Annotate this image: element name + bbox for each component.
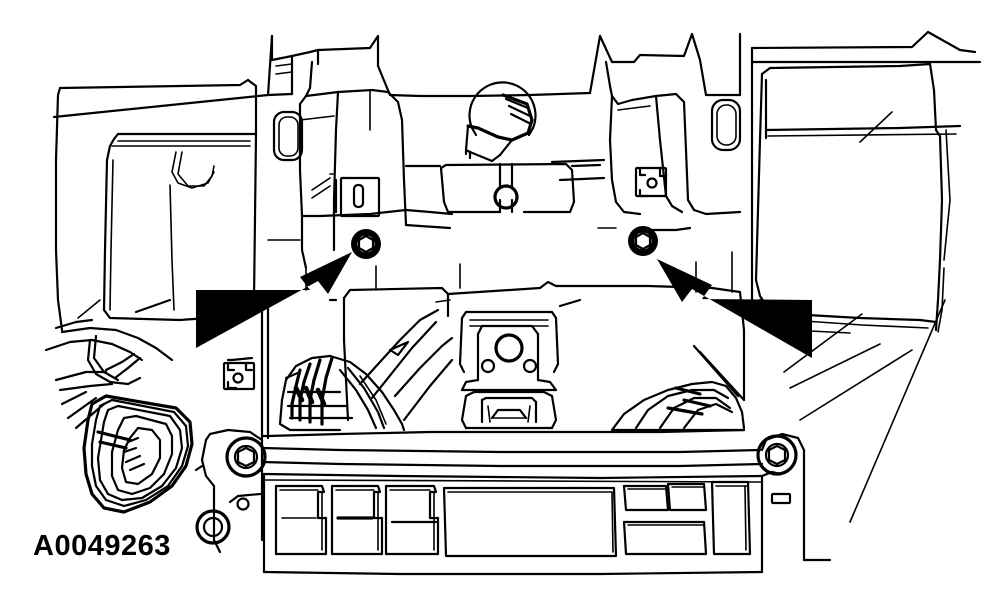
wiring-connector-block xyxy=(278,308,454,432)
left-vertical-rail xyxy=(194,356,267,554)
left-mounting-nut xyxy=(351,229,381,259)
hose-grommet-assembly xyxy=(44,326,194,514)
rotary-knob-with-lever xyxy=(464,81,537,163)
upper-cowl-outline xyxy=(52,30,982,302)
center-bulkhead-tray xyxy=(404,162,602,214)
right-strut-tower xyxy=(550,60,742,232)
radiator-upper-tray xyxy=(260,280,746,440)
left-panel-slot xyxy=(272,110,304,162)
right-panel-slot xyxy=(710,98,742,152)
right-mounting-nut xyxy=(628,226,658,256)
right-fender-panel xyxy=(754,62,962,523)
lower-support-panel xyxy=(260,432,832,576)
left-strut-tower xyxy=(298,60,454,270)
part-number-label: A0049263 xyxy=(33,530,171,562)
left-pointer-arrow xyxy=(196,252,352,348)
miscellaneous-detail-lines xyxy=(54,227,762,332)
center-mount-bracket xyxy=(458,310,560,430)
wire-harness-bundle xyxy=(610,344,746,432)
right-pointer-arrow xyxy=(657,259,812,358)
left-fender-panel xyxy=(54,78,258,332)
